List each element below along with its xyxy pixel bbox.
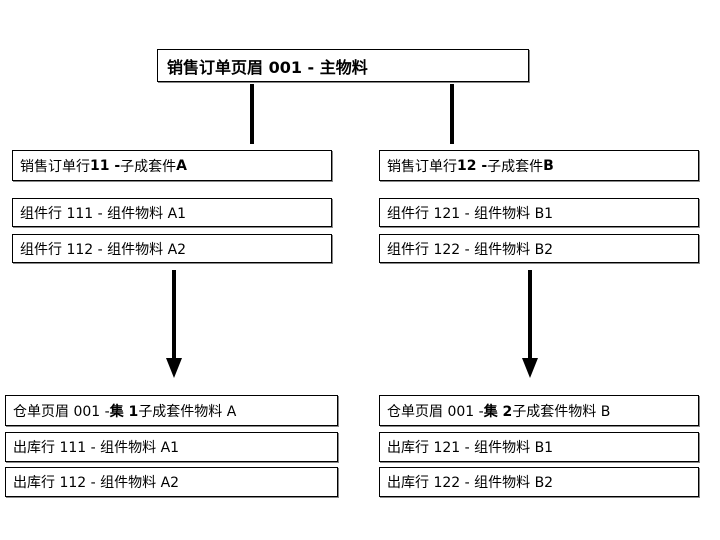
warehouse-header-text: 子成套件物料 A	[138, 403, 237, 420]
sales-order-line-12-box: 销售订单行 12 - 子成套件 B	[379, 150, 699, 181]
order-line-kit: B	[543, 157, 554, 174]
shipment-line-box: 出库行 111 - 组件物料 A1	[5, 432, 338, 462]
component-line-box: 组件行 112 - 组件物料 A2	[12, 234, 332, 263]
order-line-text: 销售订单行	[387, 158, 457, 175]
shipment-line-label: 出库行 112 - 组件物料 A2	[13, 475, 180, 491]
component-line-box: 组件行 121 - 组件物料 B1	[379, 198, 699, 227]
component-line-label: 组件行 121 - 组件物料 B1	[387, 205, 554, 222]
shipment-line-label: 出库行 122 - 组件物料 B2	[387, 475, 554, 491]
warehouse-header-set-2-box: 仓单页眉 001 - 集 2 子成套件物料 B	[379, 395, 699, 426]
warehouse-set-number: 集 2	[483, 403, 513, 420]
connector-line-right	[450, 84, 454, 144]
down-arrow-icon	[522, 270, 538, 378]
shipment-line-box: 出库行 121 - 组件物料 B1	[379, 432, 699, 462]
component-line-label: 组件行 122 - 组件物料 B2	[387, 241, 554, 258]
sales-order-header-box: 销售订单页眉 001 - 主物料	[157, 49, 529, 82]
component-line-label: 组件行 111 - 组件物料 A1	[20, 205, 187, 222]
warehouse-set-number: 集 1	[109, 403, 139, 420]
shipment-line-label: 出库行 121 - 组件物料 B1	[387, 440, 554, 456]
order-line-number: 11 -	[90, 157, 121, 174]
order-line-text: 子成套件	[487, 158, 544, 175]
connector-line-left	[250, 84, 254, 144]
component-line-box: 组件行 122 - 组件物料 B2	[379, 234, 699, 263]
warehouse-header-text: 子成套件物料 B	[512, 403, 611, 420]
warehouse-header-text: 仓单页眉 001 -	[13, 403, 110, 420]
sales-order-line-11-box: 销售订单行 11 - 子成套件 A	[12, 150, 332, 181]
order-line-text: 子成套件	[120, 158, 177, 175]
sales-order-header-label: 销售订单页眉 001 - 主物料	[167, 57, 368, 77]
shipment-line-box: 出库行 122 - 组件物料 B2	[379, 467, 699, 497]
warehouse-header-text: 仓单页眉 001 -	[387, 403, 484, 420]
order-line-text: 销售订单行	[20, 158, 90, 175]
component-line-box: 组件行 111 - 组件物料 A1	[12, 198, 332, 227]
shipment-line-label: 出库行 111 - 组件物料 A1	[13, 440, 180, 456]
order-line-kit: A	[176, 157, 188, 174]
order-line-number: 12 -	[457, 157, 488, 174]
down-arrow-icon	[166, 270, 182, 378]
component-line-label: 组件行 112 - 组件物料 A2	[20, 241, 187, 258]
warehouse-header-set-1-box: 仓单页眉 001 - 集 1 子成套件物料 A	[5, 395, 338, 426]
shipment-line-box: 出库行 112 - 组件物料 A2	[5, 467, 338, 497]
